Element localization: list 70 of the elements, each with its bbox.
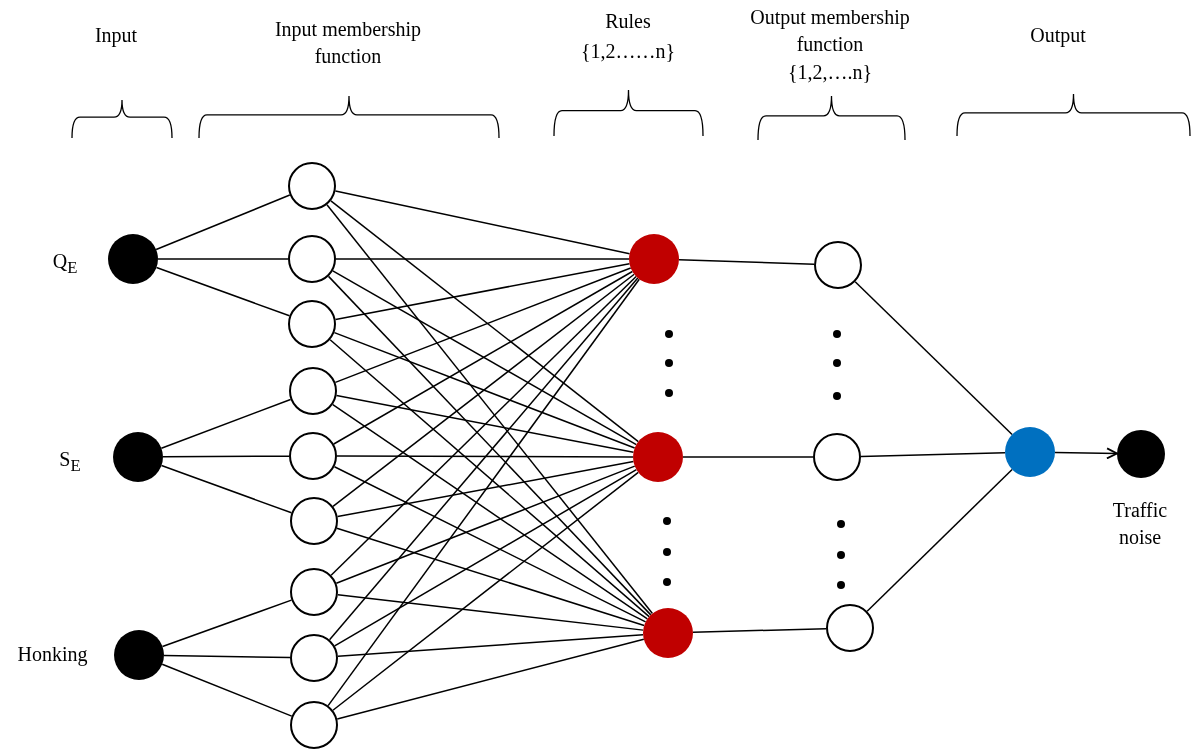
node-circle xyxy=(288,235,336,283)
node-circle xyxy=(288,162,336,210)
connector-line xyxy=(860,451,1006,458)
node-circle xyxy=(290,634,338,682)
connector-line xyxy=(854,281,1013,436)
connector-line xyxy=(334,267,632,384)
node-circle xyxy=(288,300,336,348)
column-heading: Input membership function xyxy=(273,17,423,69)
connector-line xyxy=(333,331,636,449)
connector-line xyxy=(335,258,630,260)
column-heading: {1,2……n} xyxy=(579,39,677,64)
connector-line xyxy=(155,194,291,251)
node-label: Traffic noise xyxy=(1111,498,1169,550)
connector-line xyxy=(332,471,640,711)
connector-line xyxy=(329,339,650,618)
connector-line xyxy=(692,627,827,634)
arrow xyxy=(1054,447,1118,460)
connector-line xyxy=(337,594,644,631)
node-circle xyxy=(633,432,683,482)
connector-line xyxy=(332,403,649,620)
node-circle xyxy=(108,234,158,284)
node-circle xyxy=(643,608,693,658)
column-heading: Output xyxy=(1029,23,1087,49)
connector-line xyxy=(335,394,635,454)
column-heading: {1,2,….n} xyxy=(786,60,874,85)
connector-line xyxy=(161,663,293,717)
connector-line xyxy=(332,273,635,508)
connector-line xyxy=(157,258,289,260)
connector-line xyxy=(327,278,640,707)
connector-line xyxy=(334,262,631,321)
node-circle xyxy=(1117,430,1165,478)
node-label: Honking xyxy=(16,642,89,668)
node-circle xyxy=(290,497,338,545)
node-circle xyxy=(826,604,874,652)
connector-line xyxy=(336,455,634,458)
connector-line xyxy=(866,468,1013,612)
connector-line xyxy=(162,455,290,458)
node-circle xyxy=(113,432,163,482)
node-circle xyxy=(114,630,164,680)
node-circle xyxy=(629,234,679,284)
connector-line xyxy=(334,190,631,255)
column-heading: Input xyxy=(93,23,139,49)
connector-line xyxy=(335,465,636,584)
node-circle xyxy=(289,432,337,480)
connector-line xyxy=(336,527,645,627)
column-heading: Rules xyxy=(604,9,652,34)
node-circle xyxy=(814,241,862,289)
connector-line xyxy=(330,275,637,576)
node-circle xyxy=(290,701,338,749)
connector-line xyxy=(336,460,635,518)
node-circle xyxy=(290,568,338,616)
connector-line xyxy=(337,634,644,658)
connector-line xyxy=(326,204,654,615)
node-label: Q$_{E}$ xyxy=(51,249,79,279)
connector-line xyxy=(160,464,293,514)
node-circle xyxy=(1005,427,1055,477)
connector-line xyxy=(160,398,292,449)
node-circle xyxy=(289,367,337,415)
connector-line xyxy=(163,654,291,659)
connector-line xyxy=(333,468,638,647)
connector-line xyxy=(678,259,815,265)
connector-line xyxy=(330,200,640,443)
column-heading: Output membership function xyxy=(749,5,911,57)
connector-line xyxy=(161,599,293,648)
connector-line xyxy=(155,266,291,317)
connector-line xyxy=(333,465,647,623)
node-circle xyxy=(813,433,861,481)
node-label: S$_{E}$ xyxy=(58,447,82,477)
connector-line xyxy=(682,456,814,458)
connector-line xyxy=(336,638,645,720)
